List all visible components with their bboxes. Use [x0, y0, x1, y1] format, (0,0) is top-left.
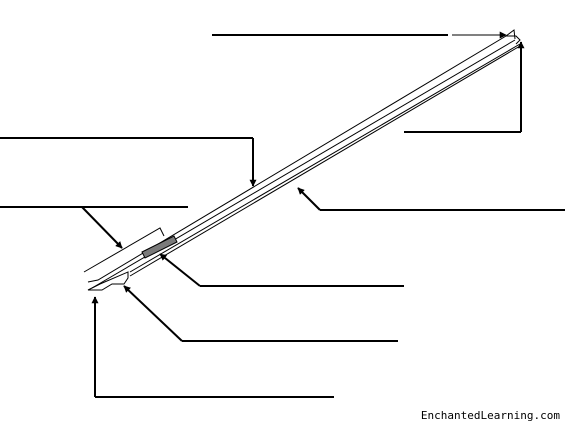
bow-tip — [506, 35, 521, 45]
grip-bracket — [83, 227, 165, 273]
credit-text: EnchantedLearning.com — [420, 409, 560, 422]
bow-hair-upper — [129, 43, 521, 273]
leader-hair-arrow — [297, 187, 321, 211]
label-leaders — [0, 31, 565, 398]
leader-frog-arrow — [123, 285, 183, 342]
bow-stick — [87, 29, 516, 283]
leader-winding-arrow — [159, 253, 201, 287]
bow-hair-lower — [129, 45, 521, 277]
bow-frog — [87, 271, 129, 291]
bow-drawing — [83, 29, 521, 291]
bow-grip — [141, 235, 178, 259]
leader-grip-arrow — [81, 206, 123, 249]
